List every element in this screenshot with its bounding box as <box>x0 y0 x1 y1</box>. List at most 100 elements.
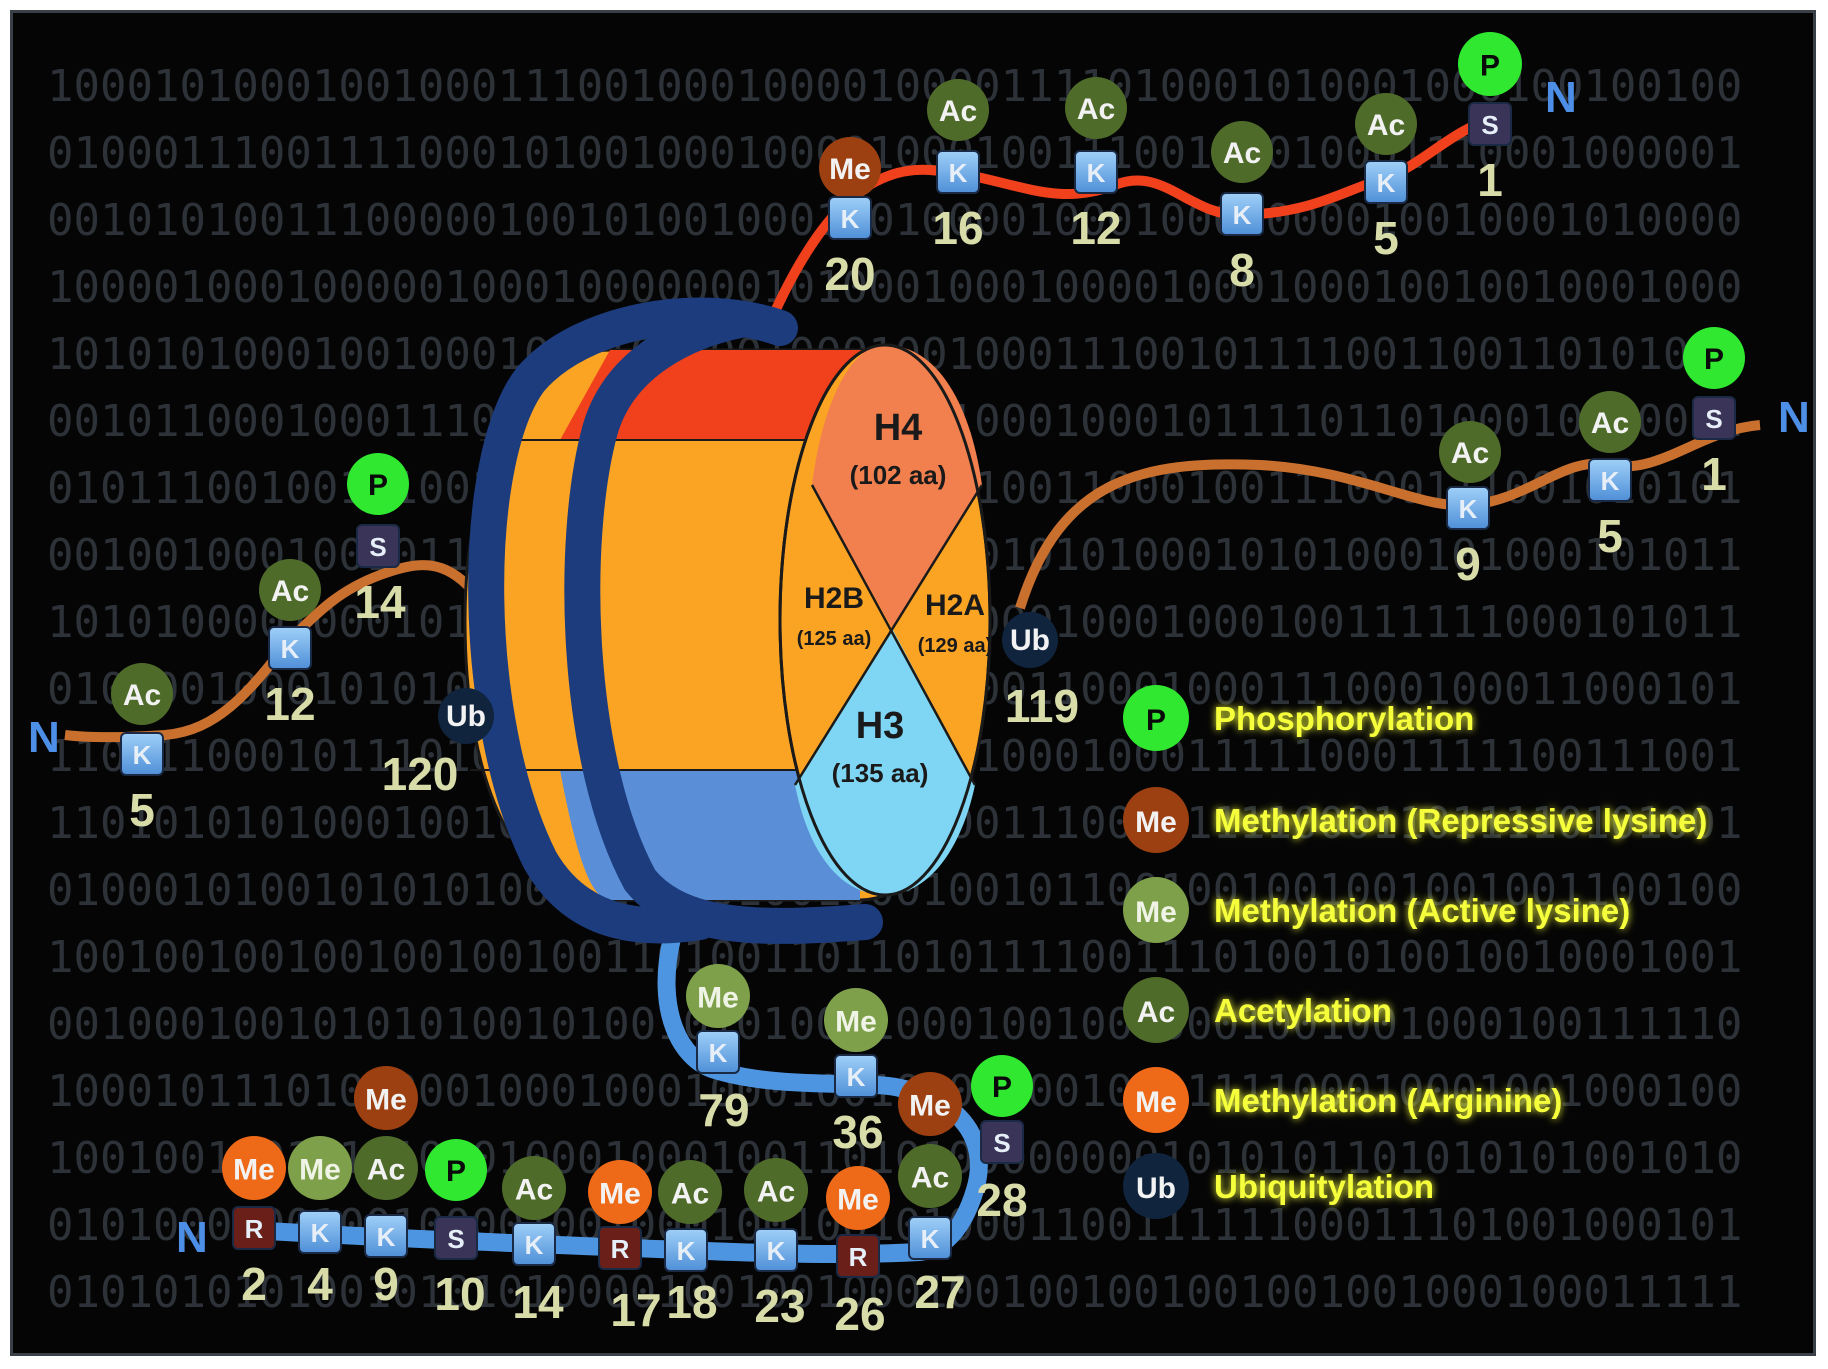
h2a-n-terminus: N <box>1778 393 1810 442</box>
h3-10-position: 10 <box>434 1268 485 1320</box>
h2a-5-residue-letter: K <box>1601 466 1620 496</box>
h2b-5-position: 5 <box>129 784 155 836</box>
h4-1-position: 1 <box>1477 154 1503 206</box>
h4-8-mark: Ac <box>1211 121 1273 183</box>
h4-5-residue-letter: K <box>1377 168 1396 198</box>
h3-9-mark-1-circle <box>354 1136 418 1200</box>
legend-item-3-swatch-circle <box>1123 877 1189 943</box>
dna-wrap-inner <box>564 302 883 944</box>
h3-27-position: 27 <box>914 1266 965 1318</box>
h2a-9-mark: Ac <box>1439 421 1501 483</box>
h3-10-mark-1-text: P <box>446 1155 466 1188</box>
h3-26-mark-1: Me <box>826 1166 890 1230</box>
h2a-5-mark-text: Ac <box>1591 407 1629 440</box>
h3-17-residue-box <box>598 1226 642 1270</box>
h3-2-mark-1-text: Me <box>233 1154 275 1187</box>
h3-14-mark-1: Ac <box>502 1156 566 1220</box>
h3-79-mark-1-text: Me <box>697 982 739 1015</box>
h2a-tail <box>1015 420 1761 610</box>
h3-17-mark-1-circle <box>588 1160 652 1224</box>
h3-26-position: 26 <box>834 1288 885 1340</box>
h3-36-mark-1: Me <box>824 988 888 1052</box>
legend-item-1-swatch: P <box>1123 685 1189 751</box>
h4-1-residue-box <box>1468 102 1512 146</box>
h3-79-residue-box <box>696 1030 740 1074</box>
h4-8-residue-letter: K <box>1233 200 1252 230</box>
h3-face <box>795 630 975 895</box>
h4-16-mark: Ac <box>927 79 989 141</box>
h3-18-residue-box <box>664 1228 708 1272</box>
h2a-1-residue-letter: S <box>1705 404 1722 434</box>
h3-18-mark-1-text: Ac <box>671 1178 709 1211</box>
h3-27-mark-2: Me <box>898 1072 962 1136</box>
h3-28-mark-1-circle <box>971 1055 1033 1117</box>
h3-9-residue-box <box>364 1214 408 1258</box>
h2b-120-ub-mark: Ub <box>438 688 494 744</box>
h3-n-terminus: N <box>176 1213 208 1262</box>
h3-2-position: 2 <box>241 1258 267 1310</box>
legend-item-3-swatch-text: Me <box>1135 896 1177 929</box>
h3-14-residue-box <box>512 1222 556 1266</box>
h3-2-residue-box <box>232 1206 276 1250</box>
h2b-14-position: 14 <box>354 576 406 628</box>
h2a-1-mark: P <box>1683 327 1745 389</box>
h4-20-residue-box <box>828 196 872 240</box>
h3-length: (135 aa) <box>832 758 929 788</box>
legend-item-1-swatch-circle <box>1123 685 1189 751</box>
legend-item-5-label: Methylation (Arginine) <box>1214 1082 1562 1119</box>
legend-item-4-swatch-text: Ac <box>1137 996 1175 1029</box>
h3-18-mark-1: Ac <box>658 1160 722 1224</box>
h4-20-mark-text: Me <box>829 153 871 186</box>
h3-9-mark-2-circle <box>354 1066 418 1130</box>
h3-28-mark-1: P <box>971 1055 1033 1117</box>
h3-26-residue-box <box>836 1234 880 1278</box>
h3-27-mark-1: Ac <box>898 1144 962 1208</box>
h2b-5-residue-letter: K <box>133 740 152 770</box>
h2b-12-residue-box <box>268 626 312 670</box>
h2b-14-mark-text: P <box>368 469 388 502</box>
h4-12-position: 12 <box>1070 202 1121 254</box>
h2a-length: (129 aa) <box>918 635 993 657</box>
h2b-12-position: 12 <box>264 678 315 730</box>
nucleosome: H4 (102 aa) H2B (125 aa) H2A (129 aa) H3… <box>463 297 993 944</box>
legend-item-5-swatch-circle <box>1123 1067 1189 1133</box>
h3-27-mark-1-text: Ac <box>911 1162 949 1195</box>
h3-36-residue-letter: K <box>847 1062 866 1092</box>
h3-26-residue-letter: R <box>849 1242 868 1272</box>
h3-36-mark-1-circle <box>824 988 888 1052</box>
h4-20-mark-circle <box>819 137 881 199</box>
h3-4-residue-box <box>298 1210 342 1254</box>
h2b-12-residue-letter: K <box>281 634 300 664</box>
h3-27-mark-2-circle <box>898 1072 962 1136</box>
h3-9-mark-2: Me <box>354 1066 418 1130</box>
legend-item-6-swatch: Ub <box>1123 1153 1189 1219</box>
h4-12-mark-circle <box>1065 77 1127 139</box>
h4-12-mark: Ac <box>1065 77 1127 139</box>
h3-36-residue-box <box>834 1054 878 1098</box>
h2b-120-ub-mark-circle <box>438 688 494 744</box>
h2b-5-mark: Ac <box>111 663 173 725</box>
h2a-119-ub-mark-circle <box>1002 612 1058 668</box>
h3-10-mark-1: P <box>425 1139 487 1201</box>
h3-2-residue-letter: R <box>245 1214 264 1244</box>
h4-20-residue-letter: K <box>841 204 860 234</box>
h4-16-residue-box <box>936 150 980 194</box>
h3-36-position: 36 <box>832 1106 883 1158</box>
h2b-14-residue-box <box>356 524 400 568</box>
h4-face <box>812 345 982 630</box>
h4-8-residue-box <box>1220 192 1264 236</box>
h3-79-residue-letter: K <box>709 1038 728 1068</box>
h2b-12-mark-circle <box>259 559 321 621</box>
h3-14-residue-letter: K <box>525 1230 544 1260</box>
h2b-14-mark: P <box>347 453 409 515</box>
h3-79-position: 79 <box>698 1084 749 1136</box>
legend-item-1-label: Phosphorylation <box>1214 700 1474 737</box>
h3-14-mark-1-circle <box>502 1156 566 1220</box>
h3-27-mark-1-circle <box>898 1144 962 1208</box>
modification-marks: MeK20AcK16AcK12AcK8AcK5PS1AcK9AcK5PS1Ub1… <box>111 32 1745 1340</box>
